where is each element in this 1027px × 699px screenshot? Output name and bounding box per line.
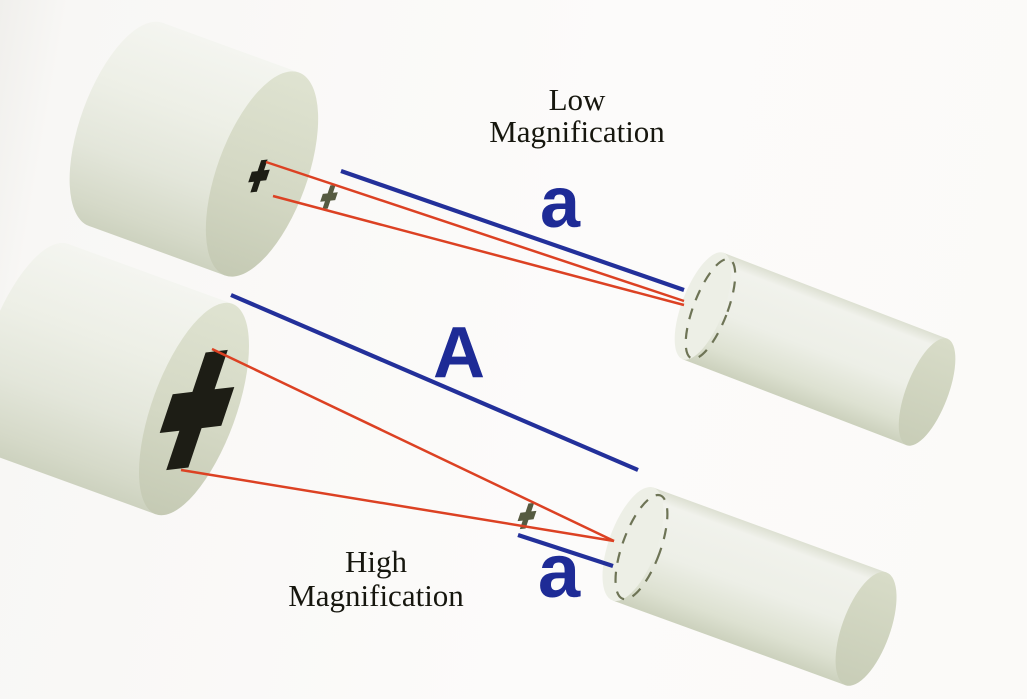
high-mag-detector-cylinder bbox=[602, 487, 897, 686]
high-mag-size-label: a bbox=[538, 529, 581, 614]
low-mag-caption-line1: Low bbox=[549, 82, 606, 117]
high-mag-caption-line2: Magnification bbox=[288, 578, 464, 613]
cylinder-front-face bbox=[674, 252, 732, 360]
low-mag-beam-line-lower bbox=[272, 194, 685, 307]
low-mag-source-cylinder bbox=[69, 21, 319, 277]
low-mag-intermediate-cross-icon bbox=[317, 184, 341, 210]
low-mag-distance-line bbox=[340, 169, 685, 292]
cylinder-front-face bbox=[602, 487, 664, 601]
low-mag-beam-line-upper bbox=[265, 160, 685, 303]
high-mag-caption-line1: High bbox=[345, 544, 408, 579]
cylinder-body bbox=[682, 252, 948, 446]
low-mag-size-label: a bbox=[540, 163, 581, 243]
high-mag-distance-line bbox=[230, 293, 639, 472]
cylinder-body bbox=[612, 487, 887, 686]
cylinder-rear-cap bbox=[898, 338, 956, 446]
high-mag-image-size-label: A bbox=[433, 313, 485, 393]
high-mag-screen-size-line bbox=[517, 533, 614, 568]
detector-face-dashed-outline-icon bbox=[614, 493, 669, 601]
low-mag-detector-cylinder bbox=[674, 252, 956, 446]
low-mag-caption-line2: Magnification bbox=[489, 114, 665, 149]
cylinder-rear-cap bbox=[835, 571, 897, 686]
low-magnification-group: Low Magnification a bbox=[69, 21, 956, 446]
high-magnification-group: High Magnification A a bbox=[0, 242, 897, 686]
high-mag-beam-line-upper bbox=[211, 347, 615, 543]
high-mag-beam-line-lower bbox=[180, 468, 615, 543]
